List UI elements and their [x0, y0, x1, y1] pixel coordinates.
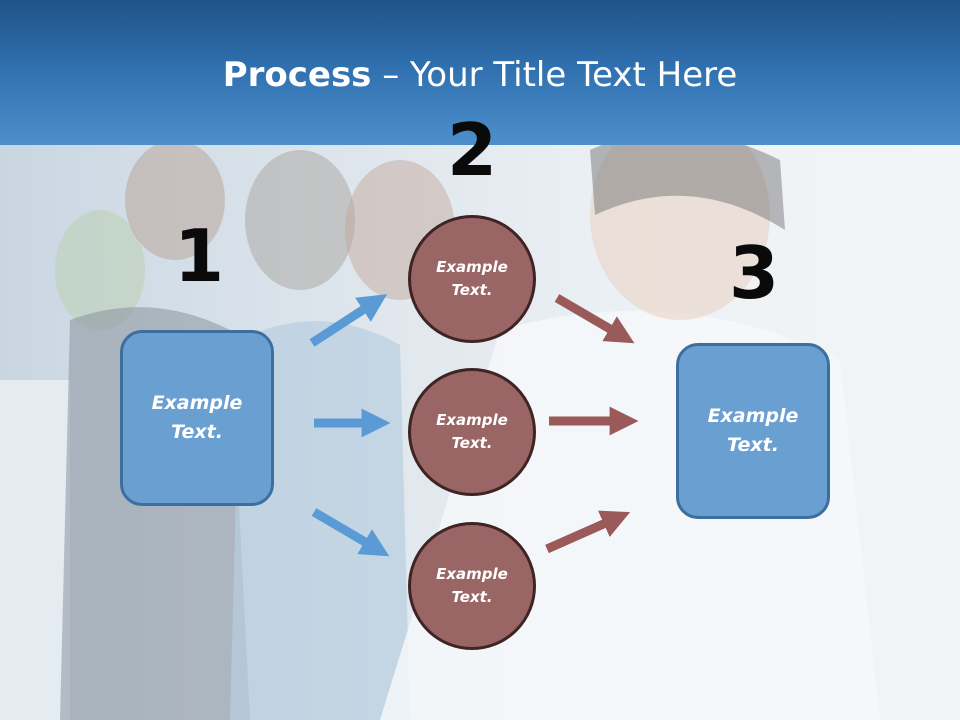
arrow-top-to-right	[554, 294, 635, 344]
circle-bottom-text: Example Text.	[436, 565, 508, 606]
arrow-left-to-top	[309, 294, 388, 347]
title-rest: – Your Title Text Here	[371, 55, 738, 95]
step-number-1: 1	[173, 214, 225, 298]
circle-middle-text: Example Text.	[436, 411, 508, 452]
title-bold: Process	[222, 55, 372, 95]
circle-middle: Example Text.	[408, 368, 536, 496]
arrow-left-to-bottom	[311, 508, 390, 557]
step-number-3: 3	[728, 231, 780, 315]
arrow-bottom-to-right	[545, 510, 631, 554]
step-number-2: 2	[446, 108, 498, 192]
slide-title: Process – Your Title Text Here	[0, 52, 960, 98]
circle-top-text: Example Text.	[436, 258, 508, 299]
circle-top: Example Text.	[408, 215, 536, 343]
left-box-text: Example Text.	[151, 392, 243, 443]
title-bar	[0, 0, 960, 145]
right-box: Example Text.	[676, 343, 830, 519]
left-box: Example Text.	[120, 330, 274, 506]
right-box-text: Example Text.	[707, 405, 799, 456]
circle-bottom: Example Text.	[408, 522, 536, 650]
